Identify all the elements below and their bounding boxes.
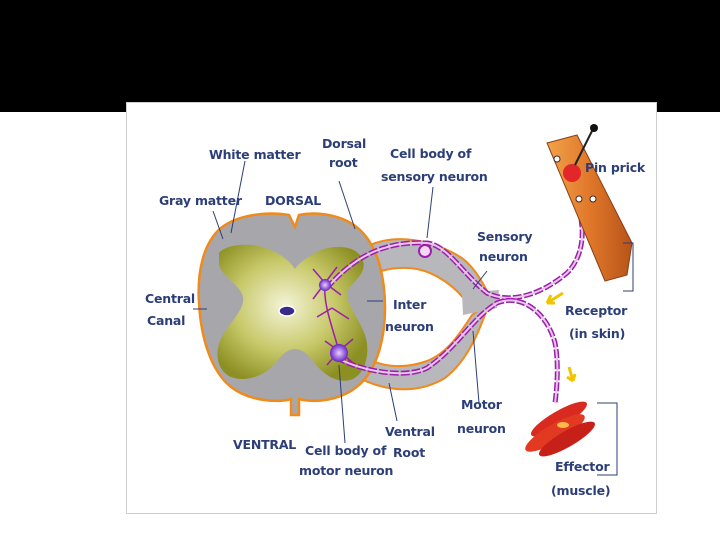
slide-title-band	[0, 0, 720, 112]
label-cell-body-sensory-2: sensory neuron	[381, 169, 488, 184]
impulse-arrow-down	[567, 367, 575, 381]
label-ventral-root-1: Ventral	[385, 424, 435, 439]
central-canal	[279, 306, 295, 316]
label-cell-body-motor-1: Cell body of	[305, 443, 387, 458]
motor-neuron-soma	[330, 344, 348, 362]
label-cell-body-motor-2: motor neuron	[299, 463, 393, 478]
reflex-arc-diagram: White matter Dorsal root Cell body of se…	[127, 103, 658, 515]
skin-receptor	[547, 135, 632, 281]
effector-muscle	[521, 396, 599, 462]
label-pin-prick: Pin prick	[585, 160, 646, 175]
impulse-arrow-up	[547, 293, 563, 303]
label-motor-neuron-1: Motor	[461, 397, 503, 412]
label-gray-matter: Gray matter	[159, 193, 243, 208]
label-sensory-neuron-2: neuron	[479, 249, 528, 264]
label-cell-body-sensory-1: Cell body of	[390, 146, 472, 161]
label-receptor-2: (in skin)	[569, 326, 625, 341]
label-central-canal-1: Central	[145, 291, 195, 306]
label-dorsal: DORSAL	[265, 193, 321, 208]
label-ventral: VENTRAL	[233, 437, 296, 452]
label-inter-neuron-2: neuron	[385, 319, 434, 334]
reflex-arc-figure: White matter Dorsal root Cell body of se…	[126, 102, 657, 514]
label-inter-neuron-1: Inter	[393, 297, 427, 312]
label-effector-1: Effector	[555, 459, 610, 474]
label-effector-2: (muscle)	[551, 483, 610, 498]
label-white-matter: White matter	[209, 147, 301, 162]
label-central-canal-2: Canal	[147, 313, 185, 328]
sensory-cell-body	[419, 245, 431, 257]
label-sensory-neuron-1: Sensory	[477, 229, 532, 244]
label-dorsal-root-1: Dorsal	[322, 136, 366, 151]
interneuron-soma	[319, 279, 331, 291]
label-receptor-1: Receptor	[565, 303, 628, 318]
label-motor-neuron-2: neuron	[457, 421, 506, 436]
label-dorsal-root-2: root	[329, 155, 358, 170]
label-ventral-root-2: Root	[393, 445, 425, 460]
